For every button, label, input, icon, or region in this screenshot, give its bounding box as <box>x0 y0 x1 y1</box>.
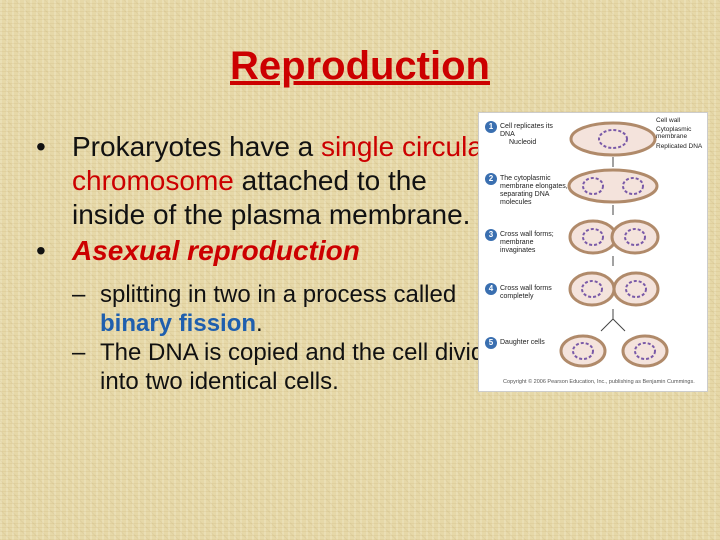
subbullet-dna-copied: – The DNA is copied and the cell divides… <box>72 338 520 396</box>
subbullet-list: – splitting in two in a process called b… <box>36 280 510 396</box>
step-number-4: 4 <box>485 283 497 295</box>
step-label-2: The cytoplasmic membrane elongates, sepa… <box>500 175 568 206</box>
nucleoid-label: Nucleoid <box>509 139 537 146</box>
cytoplasmic-membrane-label: Cytoplasmic membrane <box>656 126 692 140</box>
bullet-text-pre: Prokaryotes have a <box>72 131 322 162</box>
bullet-marker: • <box>36 235 46 266</box>
bullet-marker: • <box>36 131 46 162</box>
dna-step-1 <box>598 129 628 149</box>
highlight-binary-fission: binary fission <box>100 310 257 337</box>
cell-step-3a <box>568 219 618 255</box>
cell-step-4b <box>612 271 660 307</box>
highlight-circular-chromosome: circular chromosome <box>72 131 493 196</box>
dna-step-3a <box>582 228 604 246</box>
arrow-4-split <box>600 309 626 332</box>
dna-step-4a <box>581 280 603 298</box>
copyright-text: Copyright © 2006 Pearson Education, Inc.… <box>503 379 695 385</box>
cell-wall-label: Cell wall <box>656 117 681 124</box>
dna-step-4b <box>625 280 647 298</box>
dna-step-3b <box>624 228 646 246</box>
step-label-1: Cell replicates its DNA <box>500 123 553 138</box>
step-label-4: Cross wall forms completely <box>500 285 552 300</box>
dna-step-5b <box>634 342 656 360</box>
bullet-prokaryotes: • Prokaryotes have a single circular chr… <box>36 130 496 232</box>
cell-step-3b <box>610 219 660 255</box>
fission-diagram <box>559 121 669 368</box>
step-number-3: 3 <box>485 229 497 241</box>
replicated-dna-label: Replicated DNA <box>656 143 703 150</box>
bullet-asexual: • Asexual reproduction <box>36 234 496 268</box>
bullet-text-post: attached to the inside of the plasma mem… <box>72 165 471 230</box>
step-label-5: Daughter cells <box>500 339 545 346</box>
asexual-reproduction-text: Asexual reproduction <box>72 235 360 266</box>
dash-marker: – <box>72 339 86 366</box>
cell-step-5b <box>621 334 669 368</box>
bullet-list: • Prokaryotes have a single circular chr… <box>36 130 510 396</box>
subbullet-text: The DNA is copied and the cell divides i… <box>100 339 510 395</box>
dna-step-2a <box>582 177 604 195</box>
cell-step-5a <box>559 334 607 368</box>
cell-step-1 <box>569 121 657 157</box>
dash-marker: – <box>72 281 86 308</box>
highlight-single: single <box>321 131 395 162</box>
step-number-1: 1 <box>485 121 497 133</box>
binary-fission-figure: 1 Cell replicates its DNA Nucleoid Cell … <box>478 112 708 392</box>
step-number-2: 2 <box>485 173 497 185</box>
step-number-5: 5 <box>485 337 497 349</box>
subbullet-binary-fission: – splitting in two in a process called b… <box>72 280 520 338</box>
cell-step-4a <box>568 271 616 307</box>
subbullet-text-pre: splitting in two in a process called <box>100 281 457 308</box>
dna-step-2b <box>622 177 644 195</box>
subbullet-text-post: . <box>256 310 263 337</box>
step-label-3: Cross wall forms; membrane invaginates <box>500 231 554 254</box>
slide-title: Reproduction <box>230 44 490 88</box>
dna-step-5a <box>572 342 594 360</box>
